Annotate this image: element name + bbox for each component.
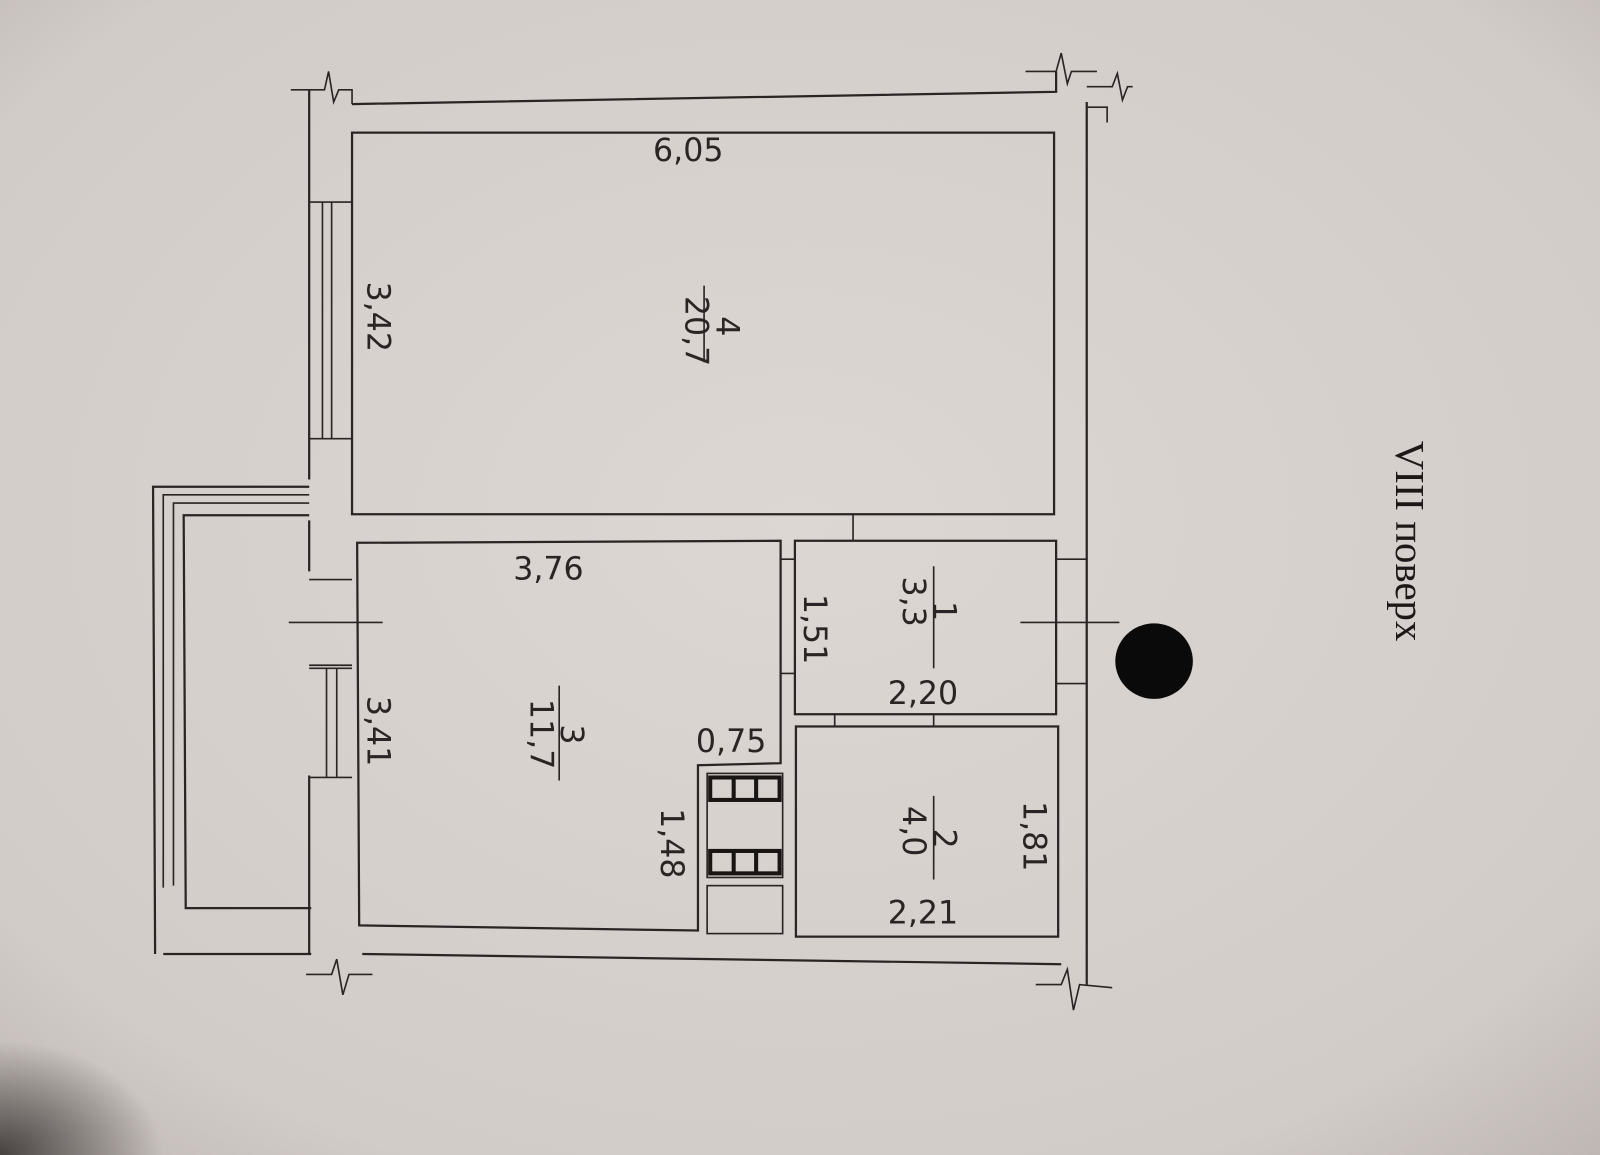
room-3-area: 11,7: [523, 699, 559, 769]
room-2-length: 1,81: [1015, 801, 1051, 871]
room-4-outline: [350, 131, 1056, 516]
room-1-area: 3,3: [895, 576, 931, 626]
room-2-number: 2: [926, 828, 962, 848]
kitchen-niche-length: 1,48: [653, 808, 689, 878]
room-2-area: 4,0: [895, 806, 931, 856]
room-1-width: 2,20: [888, 676, 958, 712]
floor-label: VIII поверх: [1387, 441, 1432, 642]
room-1-outline: [793, 539, 1058, 716]
room-3-number: 3: [553, 724, 589, 744]
room-4-number: 4: [708, 316, 744, 336]
window-room-4: [309, 201, 353, 440]
redaction-dot: [1115, 623, 1193, 699]
stove-icon: [706, 772, 784, 879]
room-2-width: 2,21: [888, 895, 958, 931]
window-room-3: [309, 667, 353, 779]
counter-icon: [706, 884, 784, 935]
room-3-outline: [356, 539, 782, 932]
room-3-length: 3,41: [359, 696, 395, 766]
room-2-outline: [794, 725, 1060, 938]
balcony: [151, 485, 312, 955]
outer-walls: [163, 52, 1133, 1011]
room-1-number: 1: [926, 601, 962, 621]
kitchen-niche-width: 0,75: [696, 724, 766, 760]
hand-shadow: [0, 1040, 164, 1155]
room-4-area: 20,7: [678, 296, 714, 366]
room-4-length: 3,42: [359, 282, 395, 352]
room-1-depth: 1,51: [796, 594, 832, 664]
room-3-width: 3,76: [513, 552, 583, 588]
room-4-width: 6,05: [653, 133, 723, 169]
